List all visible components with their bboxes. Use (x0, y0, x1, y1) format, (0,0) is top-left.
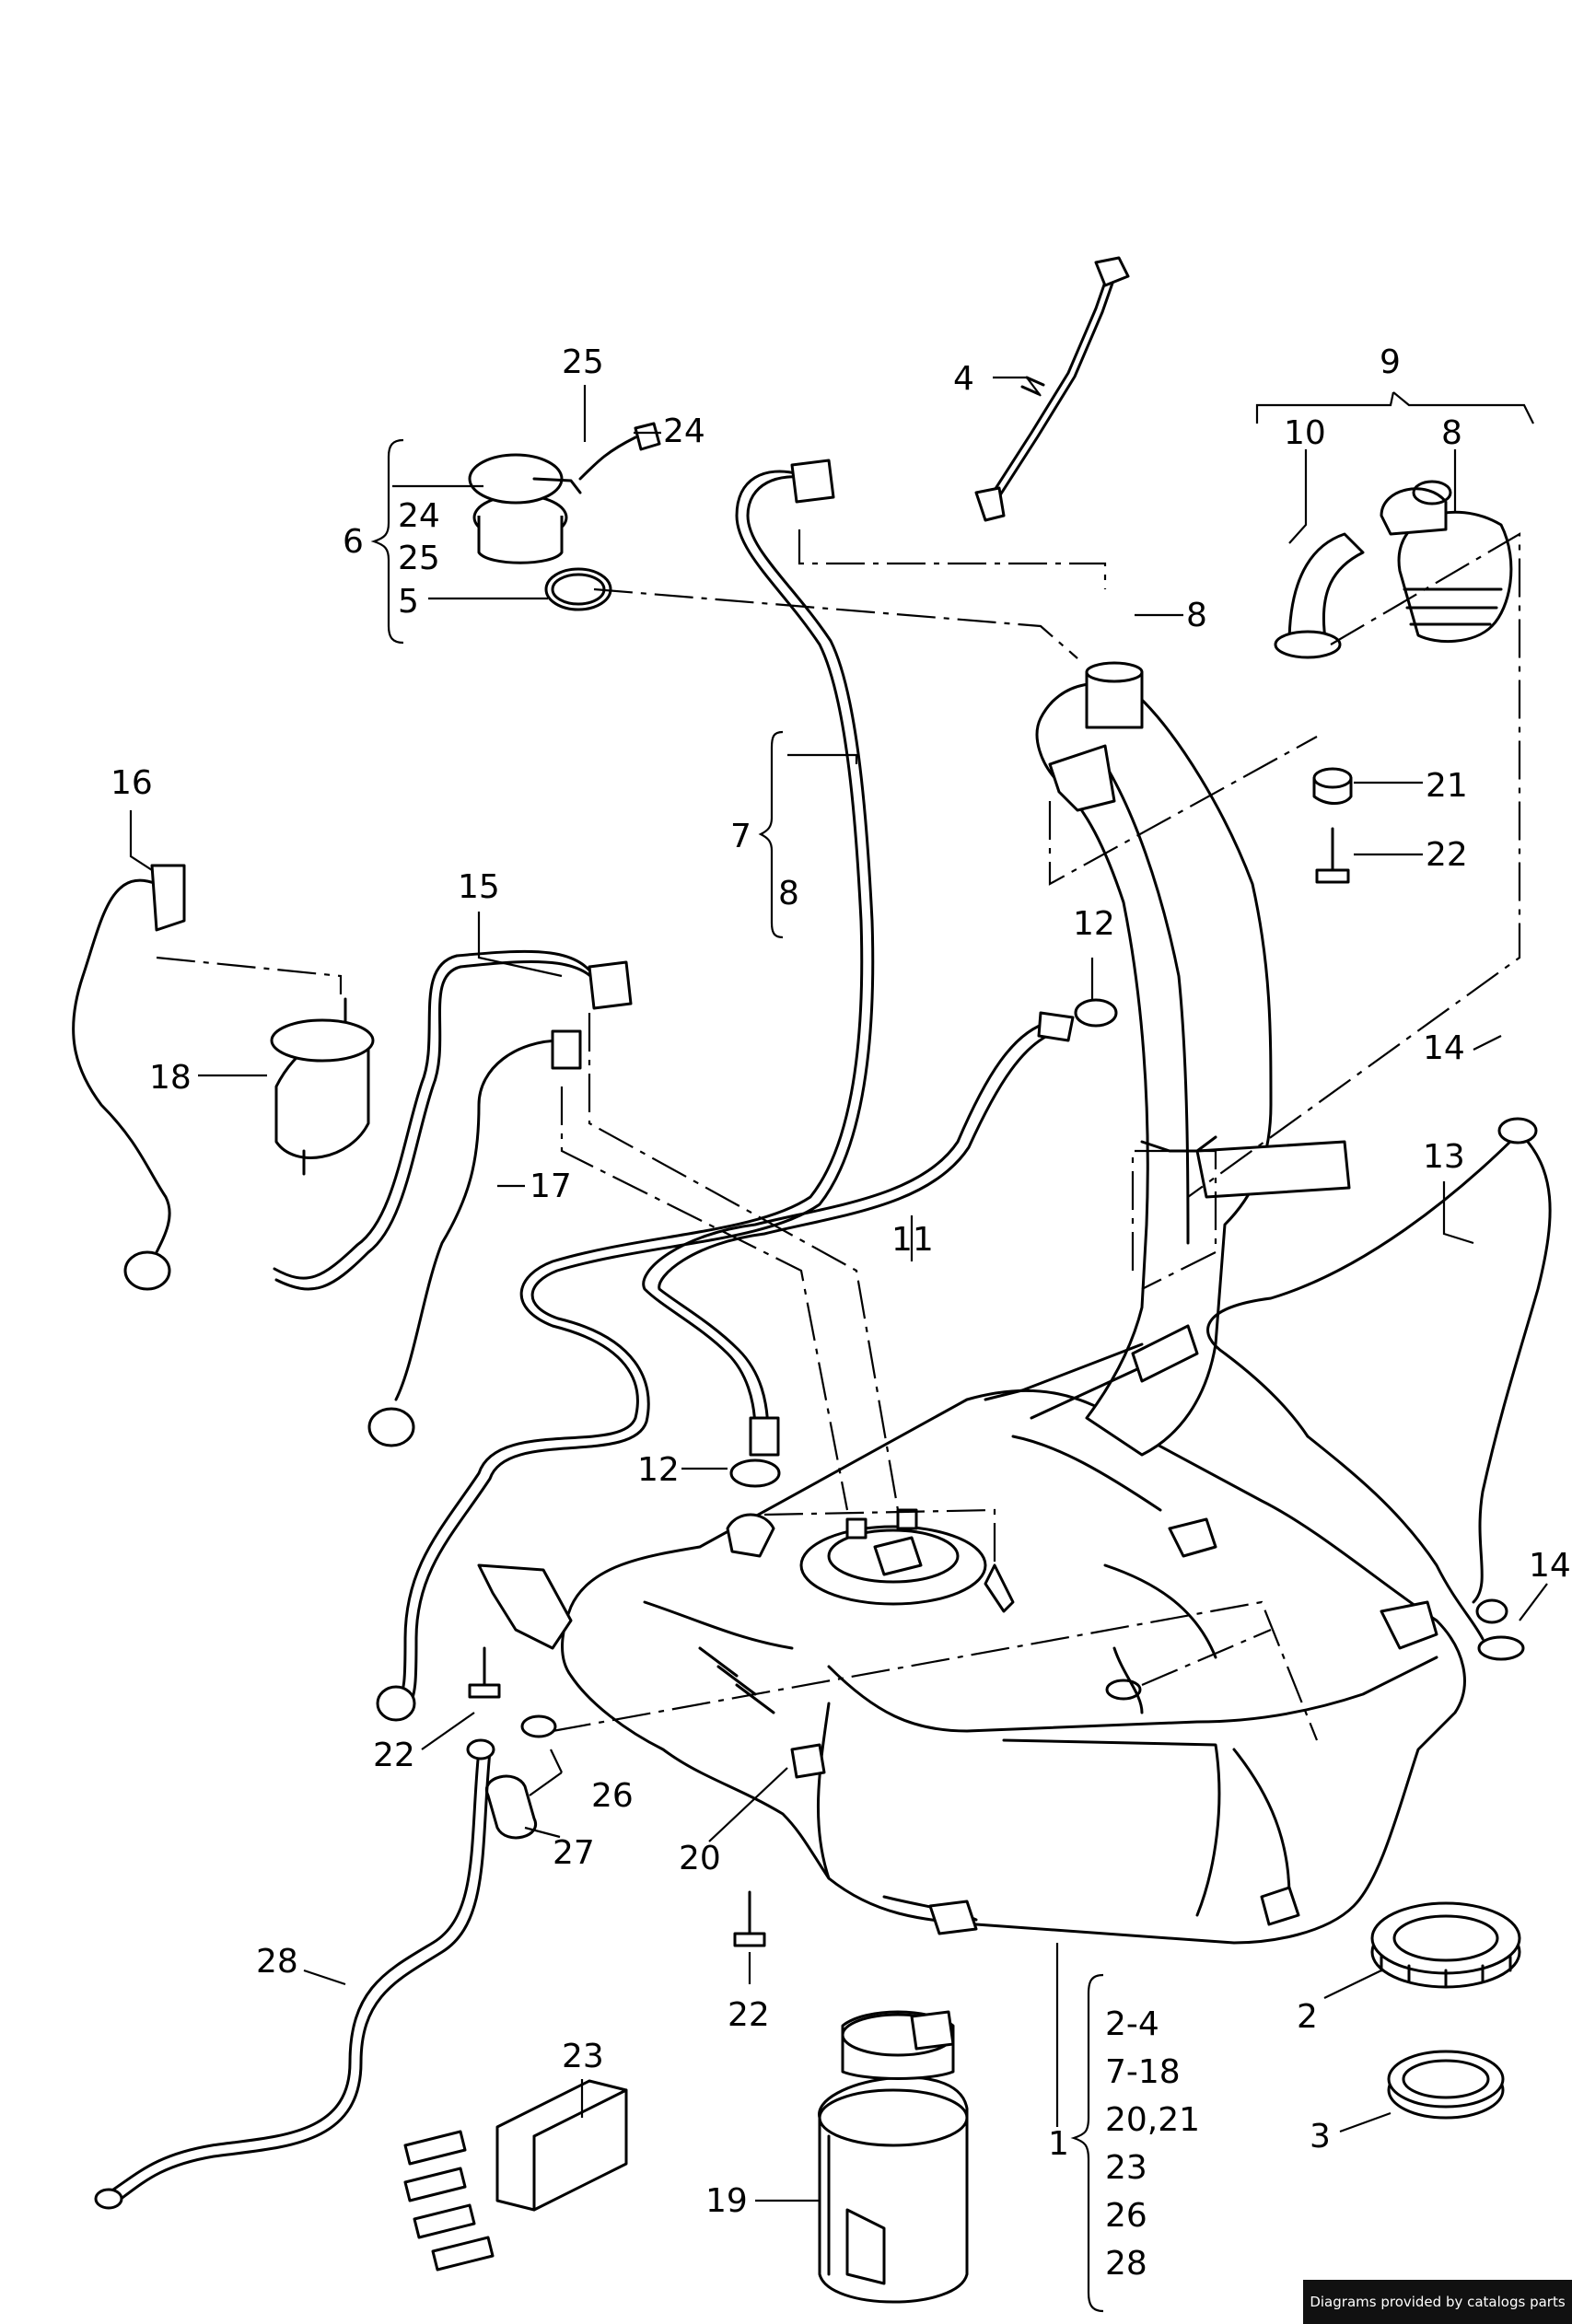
callout-13: 13 (1423, 1138, 1465, 1176)
callout-11: 11 (891, 1221, 934, 1259)
screw-22-top (1315, 827, 1350, 884)
callout-19: 19 (705, 2182, 748, 2220)
callout-22-top: 22 (1426, 836, 1468, 874)
fuel-pump (818, 2010, 969, 2304)
callout-28: 28 (256, 1943, 298, 1981)
callout-24-top: 24 (663, 413, 705, 450)
group-1-item: 2-4 (1105, 2005, 1159, 2043)
vent-line-28 (94, 1738, 495, 2210)
callout-7: 7 (730, 818, 751, 855)
screw-22-left (468, 1646, 501, 1699)
callout-18: 18 (149, 1059, 192, 1097)
fuel-tank (477, 661, 1466, 1945)
vent-line-13 (1206, 1117, 1552, 1641)
callout-8-group: 8 (778, 875, 799, 912)
group-1-item: 28 (1105, 2245, 1147, 2283)
callout-12-bottom: 12 (637, 1451, 680, 1489)
clip-14 (1475, 1598, 1525, 1661)
callout-12-top: 12 (1073, 905, 1115, 943)
callout-1: 1 (1048, 2125, 1069, 2163)
callout-17: 17 (530, 1168, 572, 1205)
callout-5: 5 (398, 583, 419, 621)
clamp-26 (520, 1714, 557, 1738)
callout-22-left: 22 (373, 1737, 415, 1774)
callout-2: 2 (1297, 1998, 1318, 2036)
seal-ring (1387, 2050, 1505, 2120)
sender-wire (974, 256, 1130, 522)
group-1-item: 7-18 (1105, 2053, 1181, 2091)
leader-lines (129, 376, 1548, 2313)
fuel-line-17 (367, 1029, 582, 1447)
clip-20 (790, 1743, 826, 1779)
callout-21: 21 (1426, 767, 1468, 805)
fuel-line-16 (72, 864, 186, 1291)
callout-27: 27 (553, 1834, 595, 1872)
fuel-cap (468, 422, 661, 564)
bushing-21 (1312, 767, 1353, 805)
callout-25-top: 25 (562, 343, 604, 381)
callout-14-top: 14 (1423, 1029, 1465, 1067)
callout-16: 16 (111, 764, 153, 802)
callout-6: 6 (343, 523, 364, 561)
group-1-item: 23 (1105, 2149, 1147, 2187)
breather-cap-top (1380, 480, 1513, 644)
callout-15: 15 (458, 868, 500, 906)
callout-20: 20 (679, 1840, 721, 1877)
assembly-lines (156, 529, 1521, 1741)
callout-3: 3 (1310, 2118, 1331, 2156)
hose-27 (484, 1774, 538, 1840)
hose-clamp-12 (729, 998, 1118, 1488)
credit-badge: Diagrams provided by catalogs parts (1303, 2280, 1572, 2324)
callout-22-bottom: 22 (728, 1996, 770, 2034)
callout-10: 10 (1284, 414, 1326, 452)
callout-labels: 25 24 4 9 10 8 24 6 25 5 8 21 16 7 22 8 … (111, 343, 1571, 2283)
callout-23: 23 (562, 2038, 604, 2075)
callout-24-group: 24 (398, 497, 440, 535)
bleed-line (376, 459, 875, 1722)
group-1-item: 26 (1105, 2197, 1147, 2235)
fuel-line-15 (273, 949, 633, 1291)
breather-hose-11 (642, 1011, 1075, 1457)
callout-14-bottom: 14 (1529, 1547, 1571, 1585)
callout-8-oring: 8 (1186, 597, 1207, 634)
callout-25-group: 25 (398, 540, 440, 577)
valve-block (403, 2079, 628, 2272)
callout-9: 9 (1380, 343, 1401, 381)
screw-22-bottom (733, 1890, 766, 1947)
locking-ring (1370, 1901, 1521, 1989)
callout-26: 26 (591, 1777, 634, 1815)
group-1-item: 20,21 (1105, 2101, 1200, 2139)
callout-8-top: 8 (1441, 414, 1462, 452)
pump-flange (726, 1508, 1015, 1613)
hose-10 (1274, 532, 1365, 659)
callout-4: 4 (953, 360, 974, 398)
fuel-filter (270, 997, 375, 1176)
